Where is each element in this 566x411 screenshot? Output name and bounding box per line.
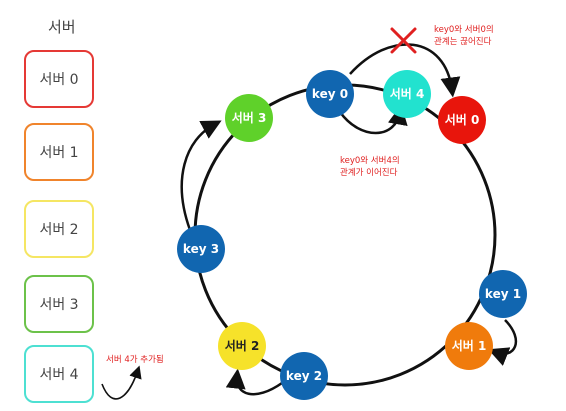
- node-key-0-label: key 0: [312, 87, 348, 101]
- added-pointer-arrow: [101, 365, 142, 400]
- node-key-3-label: key 3: [183, 242, 219, 256]
- node-key-1: key 1: [479, 270, 527, 318]
- legend-server-3: 서버 3: [24, 275, 94, 333]
- node-server-2: 서버 2: [218, 322, 266, 370]
- legend-title: 서버: [48, 18, 76, 36]
- node-server-1: 서버 1: [445, 322, 493, 370]
- node-key-2-label: key 2: [286, 369, 322, 383]
- node-server-0: 서버 0: [438, 96, 486, 144]
- note-server-added: 서버 4가 추가됨: [106, 354, 164, 365]
- legend-server-4: 서버 4: [24, 345, 94, 403]
- node-key-1-label: key 1: [485, 287, 521, 301]
- legend-server-0: 서버 0: [24, 50, 94, 108]
- node-server-4: 서버 4: [383, 70, 431, 118]
- node-server-3: 서버 3: [225, 94, 273, 142]
- node-server-3-label: 서버 3: [232, 110, 267, 125]
- note-linked-line-1: key0와 서버4의: [340, 155, 400, 166]
- arrow-key1-to-server1: [488, 319, 517, 366]
- node-key-2: key 2: [280, 352, 328, 400]
- legend-server-1: 서버 1: [24, 123, 94, 181]
- node-key-3: key 3: [177, 225, 225, 273]
- cross-icon: [390, 27, 417, 54]
- node-server-1-label: 서버 1: [452, 338, 487, 353]
- node-server-2-label: 서버 2: [225, 338, 260, 353]
- arrow-key2-to-server2: [225, 368, 283, 396]
- note-broken-line-2: 관계는 끊어진다: [434, 36, 492, 47]
- node-server-4-label: 서버 4: [390, 86, 425, 101]
- arrow-key0-to-server4: [338, 104, 408, 135]
- arrow-key3-to-server3: [180, 120, 222, 231]
- note-broken-line-1: key0와 서버0의: [434, 24, 494, 35]
- arrow-key0-to-server0: [349, 43, 461, 98]
- note-linked-line-2: 관계가 이어진다: [340, 167, 398, 178]
- node-server-0-label: 서버 0: [445, 112, 480, 127]
- node-key-0: key 0: [306, 70, 354, 118]
- legend-server-2: 서버 2: [24, 200, 94, 258]
